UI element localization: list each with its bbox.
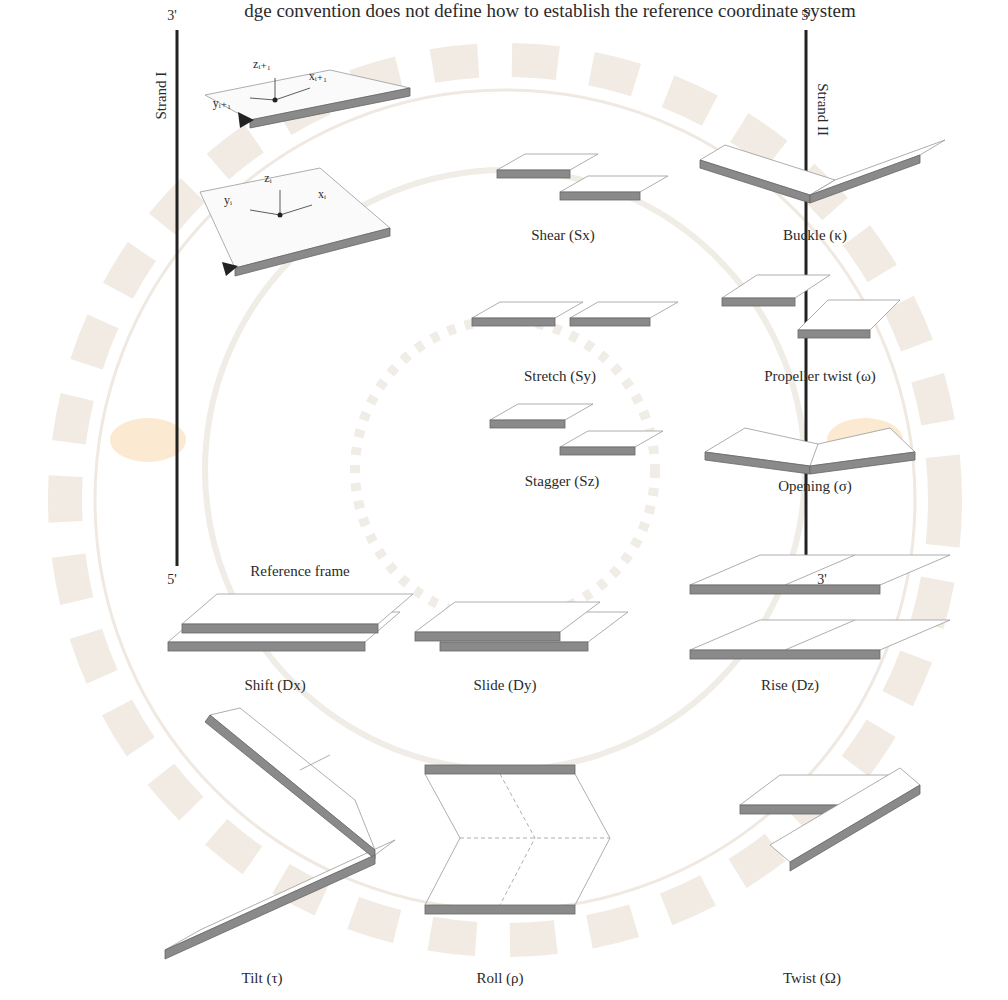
stagger-slabs <box>490 404 663 455</box>
axis-label: yᵢ <box>224 194 232 208</box>
shear-slabs <box>497 154 668 200</box>
axis-label: xᵢ <box>318 188 326 202</box>
reference-plate <box>200 168 390 276</box>
strand-end: 5' <box>167 572 177 588</box>
parameter-label: Buckle (κ) <box>783 227 847 244</box>
strand-end: 3' <box>167 8 177 24</box>
buckle-slabs <box>700 140 945 203</box>
strand-end: 5' <box>801 8 811 24</box>
parameter-label: Roll (ρ) <box>476 970 523 987</box>
propeller-slabs <box>722 275 900 338</box>
parameter-label: Rise (Dz) <box>761 677 819 694</box>
strand-line <box>176 30 179 566</box>
axis-label: xᵢ₊₁ <box>309 70 327 84</box>
tilt-slabs <box>165 708 395 959</box>
stretch-slabs <box>472 302 678 326</box>
watermark <box>65 60 945 940</box>
shift-slabs <box>168 594 413 651</box>
axis-label: yᵢ₊₁ <box>213 97 231 111</box>
axis-label: zᵢ₊₁ <box>253 58 271 72</box>
parameter-label: Slide (Dy) <box>474 677 537 694</box>
slide-slabs <box>415 602 628 651</box>
parameter-label: Opening (σ) <box>778 478 851 495</box>
parameter-label: Stretch (Sy) <box>524 368 596 385</box>
reference-plate <box>205 70 410 128</box>
roll-slabs <box>425 765 610 914</box>
parameter-label: Shear (Sx) <box>531 227 595 244</box>
parameter-label: Stagger (Sz) <box>525 473 600 490</box>
parameter-label: Shift (Dx) <box>244 677 305 694</box>
strand-name: Strand I <box>153 72 170 120</box>
strand-name: Strand II <box>813 84 830 137</box>
cut-text: dge convention does not define how to es… <box>244 0 856 22</box>
axis-label: zᵢ <box>264 172 271 186</box>
rise-slabs <box>690 555 950 659</box>
opening-slabs <box>705 428 915 474</box>
parameter-label: Twist (Ω) <box>783 970 841 987</box>
figure-caption: Reference frame <box>250 563 350 580</box>
twist-slabs <box>740 768 920 871</box>
parameter-label: Tilt (τ) <box>242 970 283 987</box>
parameter-label: Propeller twist (ω) <box>764 368 876 385</box>
strand-end: 3' <box>817 572 827 588</box>
